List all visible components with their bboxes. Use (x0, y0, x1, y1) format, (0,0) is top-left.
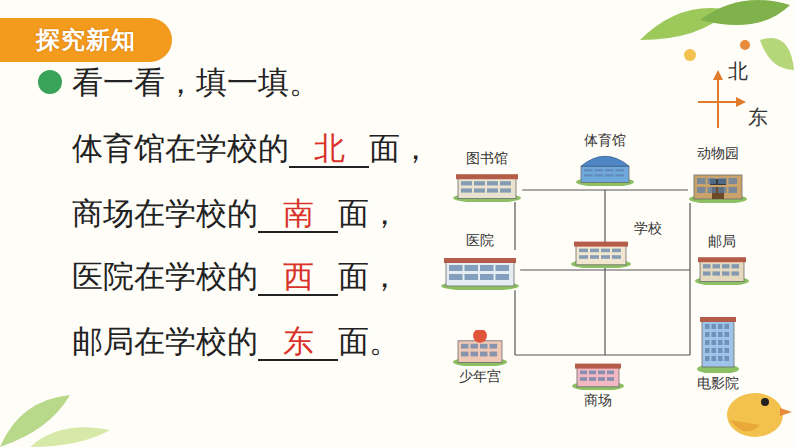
building-icon (575, 150, 635, 186)
compass-east: 东 (748, 104, 768, 131)
grid-line (689, 203, 690, 270)
question-text: 邮局在学校的 (72, 321, 258, 361)
building: 医院 (440, 250, 520, 290)
building-icon (694, 251, 750, 285)
grid-line (605, 189, 688, 190)
question-text: 面， (369, 128, 431, 168)
compass-north: 北 (728, 58, 748, 85)
answer-blank: 东 (258, 323, 338, 361)
question-line: 体育馆在学校的北面， (72, 124, 431, 168)
grid-line (514, 290, 515, 355)
section-title: 探究新知 (36, 24, 136, 56)
building-label: 商场 (584, 392, 612, 408)
question-text: 商场在学校的 (72, 193, 258, 233)
building: 体育馆 (575, 150, 635, 186)
building-label: 图书馆 (466, 150, 508, 166)
grid-line (520, 269, 605, 270)
building: 电影院 (696, 317, 740, 373)
grid-line (689, 270, 690, 355)
bullet (38, 70, 62, 94)
building: 少年宫 (452, 330, 508, 366)
section-tab: 探究新知 (0, 18, 172, 62)
grid-line (522, 189, 605, 190)
question-text: 面。 (338, 321, 400, 361)
question-text: 面， (338, 256, 400, 296)
building: 学校 (570, 236, 632, 268)
answer-blank: 南 (258, 195, 338, 233)
building: 邮局 (694, 251, 750, 285)
building-icon (452, 330, 508, 366)
building-label: 体育馆 (584, 132, 626, 148)
building-icon (452, 168, 522, 202)
answer-blank: 西 (258, 258, 338, 296)
question-text: 体育馆在学校的 (72, 128, 289, 168)
building-label: 少年宫 (459, 368, 501, 384)
building: 商场 (571, 358, 625, 390)
answer-blank: 北 (289, 130, 369, 168)
building-icon (570, 236, 632, 268)
grid-line (605, 354, 690, 355)
grid-line (604, 270, 605, 355)
building-icon (696, 317, 740, 373)
building: 动物园 (688, 163, 748, 203)
building-label: 动物园 (697, 145, 739, 161)
grid-line (514, 202, 515, 250)
question-line: 医院在学校的西面， (72, 252, 400, 296)
building-icon (571, 358, 625, 390)
question-line: 看一看，填一填。 (72, 58, 320, 102)
bird (727, 393, 792, 437)
question-text: 面， (338, 193, 400, 233)
building-label: 电影院 (697, 375, 739, 391)
building-label: 邮局 (708, 233, 736, 249)
building-icon (688, 163, 748, 203)
building-label: 医院 (466, 232, 494, 248)
grid-line (605, 269, 690, 270)
question-text: 看一看，填一填。 (72, 62, 320, 102)
grid-line (515, 354, 605, 355)
question-line: 商场在学校的南面， (72, 189, 400, 233)
building-icon (440, 250, 520, 290)
question-line: 邮局在学校的东面。 (72, 317, 400, 361)
building: 图书馆 (452, 168, 522, 202)
building-label: 学校 (634, 220, 662, 236)
question-text: 医院在学校的 (72, 256, 258, 296)
